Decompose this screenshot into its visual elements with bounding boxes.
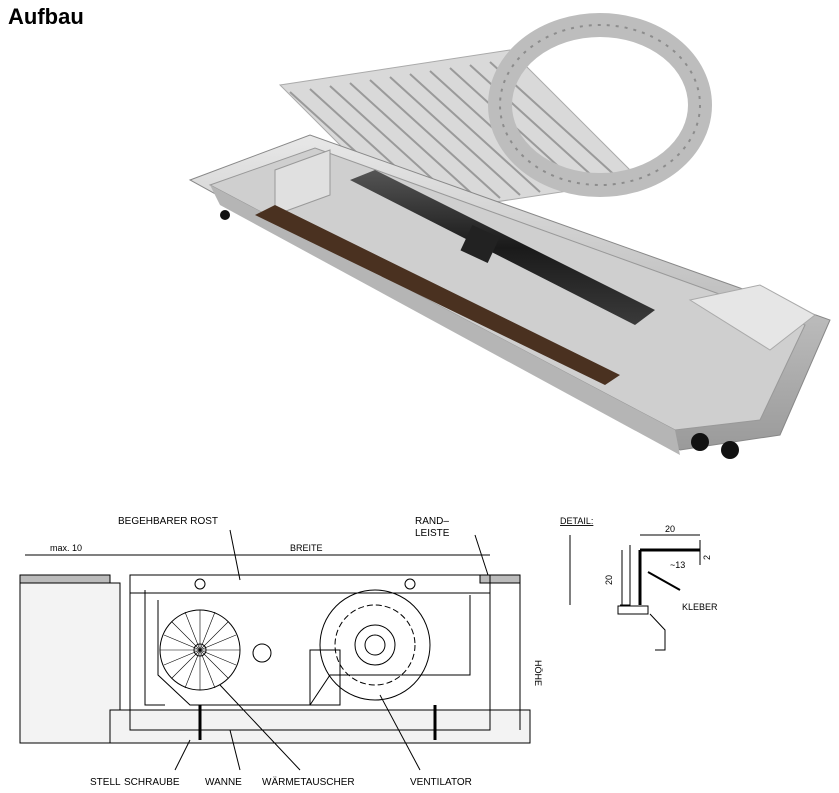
label-grate: BEGEHBARER ROST	[118, 516, 218, 527]
detail-label: DETAIL:	[560, 516, 593, 526]
trough-leader	[229, 729, 241, 771]
detail-glue: KLEBER	[682, 602, 718, 612]
label-width: BREITE	[290, 543, 323, 553]
grate-screw-right	[404, 578, 416, 590]
floor-top-right	[479, 574, 521, 584]
label-adjust-screw-prefix: STELL	[90, 777, 121, 788]
detail-glue-arrow	[647, 571, 681, 591]
trough-outline	[129, 580, 491, 731]
fan-symbol	[309, 589, 431, 706]
detail-dim-2-label: 2	[702, 555, 712, 560]
label-fan: VENTILATOR	[410, 777, 472, 788]
detail-dim-20-side: 20	[604, 575, 614, 585]
floor-top-left	[19, 574, 111, 584]
floor-screed-left	[19, 582, 121, 744]
screw-leader	[174, 739, 191, 771]
label-trough: WANNE	[205, 777, 242, 788]
hx-leader	[219, 684, 301, 771]
detail-dim-13: ~13	[670, 560, 685, 570]
detail-dim-20-top: 20	[665, 524, 675, 534]
grate-rolled	[488, 13, 712, 197]
detail-bracket	[649, 613, 666, 651]
label-adjust-screw-suffix: SCHRAUBE	[124, 777, 180, 788]
inner-trough-left	[144, 590, 165, 706]
pipe-symbol	[252, 643, 272, 663]
label-edge-strip-1: RAND–	[415, 516, 449, 527]
edge-leader	[474, 534, 489, 576]
detail-drawing: DETAIL: 20 20 ~13 2 KLEBER	[560, 516, 718, 651]
detail-profile	[617, 605, 649, 615]
page-title: Aufbau	[8, 4, 84, 29]
floor-convector-render	[188, 13, 831, 459]
fan-leader	[379, 694, 421, 771]
label-heat-exchanger: WÄRMETAUSCHER	[262, 776, 355, 788]
grate-screw-left	[194, 578, 206, 590]
label-max: max. 10	[50, 543, 82, 553]
grate-leader	[229, 529, 241, 581]
grate-section	[129, 574, 491, 594]
heat-exchanger-symbol	[159, 609, 241, 691]
detail-frame-vertical	[620, 545, 631, 606]
label-edge-strip-2: LEISTE	[415, 528, 450, 539]
floor-screed-bottom	[109, 709, 531, 744]
cross-section-drawing: BEGEHBARER ROST RAND– LEISTE max. 10 BRE…	[19, 516, 543, 788]
convector-tray	[188, 134, 831, 459]
label-height: HÖHE	[533, 660, 543, 686]
